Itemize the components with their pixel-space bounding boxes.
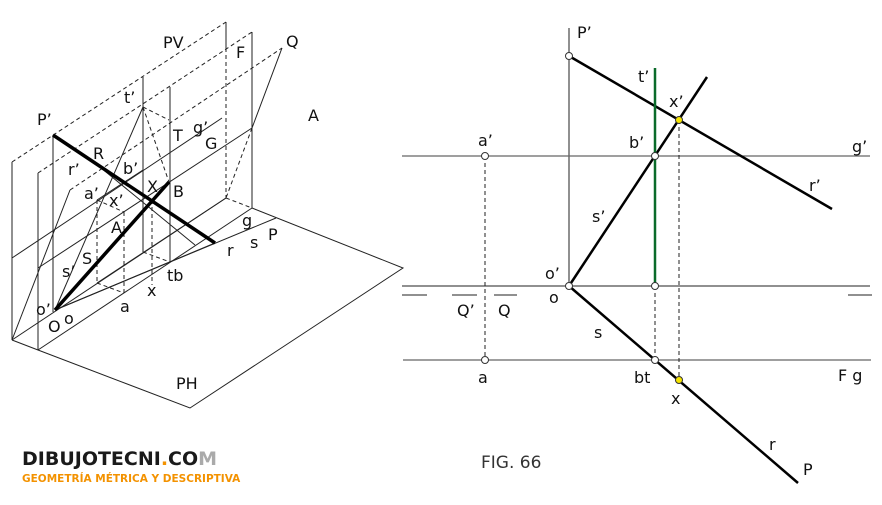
logo-tagline: GEOMETRÍA MÉTRICA Y DESCRIPTIVA <box>22 473 241 485</box>
label-q-r: Q <box>498 301 511 320</box>
line-s-r <box>568 285 799 484</box>
label-tb: tb <box>167 266 183 285</box>
label-p-r: P <box>803 460 813 479</box>
label-r-r: r <box>769 435 776 454</box>
label-r-prime: r’ <box>68 160 80 179</box>
label-a-r: a <box>478 368 488 387</box>
label-p-prime-r: P’ <box>577 23 592 42</box>
label-a: a <box>120 297 130 316</box>
label-s-prime: s’ <box>62 262 75 281</box>
label-T: T <box>172 126 183 145</box>
label-x-prime-r: x’ <box>669 92 684 111</box>
label-q-prime-r: Q’ <box>457 301 475 320</box>
label-t-prime: t’ <box>124 88 135 107</box>
label-o-prime-r: o’ <box>545 264 560 283</box>
label-G: G <box>205 134 217 153</box>
label-s: s <box>250 233 258 252</box>
label-A: A <box>111 218 122 237</box>
label-ph: PH <box>176 374 198 393</box>
label-O: O <box>48 317 61 336</box>
line-r-isometric <box>52 133 216 245</box>
point-x <box>675 376 683 384</box>
label-a-prime-r: a’ <box>478 131 493 150</box>
label-p-prime: P’ <box>37 110 52 129</box>
line-s-isometric <box>53 180 171 312</box>
label-x-r: x <box>671 389 680 408</box>
label-o-prime: o’ <box>36 300 51 319</box>
label-a-prime: a’ <box>84 184 99 203</box>
label-bt-r: bt <box>634 368 650 387</box>
label-R: R <box>93 144 104 163</box>
label-B: B <box>173 182 184 201</box>
label-s-prime-r: s’ <box>592 207 605 226</box>
label-x: x <box>147 281 156 300</box>
label-g-prime: g’ <box>193 118 208 137</box>
label-X: X <box>147 177 158 196</box>
label-o-r: o <box>549 288 559 307</box>
label-S: S <box>82 249 92 268</box>
line-s-prime <box>567 76 709 287</box>
line-r-prime <box>568 54 833 211</box>
label-s-r: s <box>594 323 602 342</box>
label-P: P <box>268 225 278 244</box>
label-pv: PV <box>163 33 184 52</box>
label-f: F <box>236 43 245 62</box>
label-r: r <box>227 241 234 260</box>
figure-caption: FIG. 66 <box>481 453 541 473</box>
label-x-prime: x’ <box>109 191 124 210</box>
label-g-prime-r: g’ <box>852 137 867 156</box>
label-r-prime-r: r’ <box>809 176 821 195</box>
label-b-prime: b’ <box>123 159 138 178</box>
orthographic-view: P’ t’ x’ a’ b’ g’ r’ s’ o’ o Q’ Q s a bt… <box>402 23 872 484</box>
logo-m: M <box>198 448 218 470</box>
label-g: g <box>242 211 252 230</box>
label-b-prime-r: b’ <box>629 133 644 152</box>
label-o: o <box>64 309 74 328</box>
label-plane-a: A <box>308 106 319 125</box>
label-t-prime-r: t’ <box>638 67 649 86</box>
logo-main: DIBUJOTECNI <box>22 448 161 470</box>
point-x-prime <box>675 116 683 124</box>
site-logo: DIBUJOTECNI.COM <box>22 448 217 470</box>
label-q: Q <box>286 32 299 51</box>
logo-co: CO <box>168 448 199 470</box>
logo-dot: . <box>160 448 169 470</box>
isometric-view: PV F Q t’ P’ A T g’ G R r’ b’ X B a’ x’ … <box>11 21 405 409</box>
label-fg-r: F g <box>838 366 862 385</box>
